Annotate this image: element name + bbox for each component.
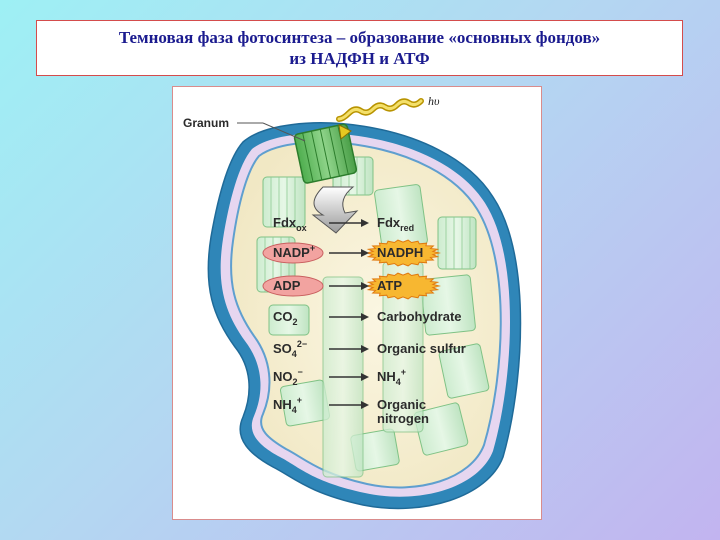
reactant-label-superscript: + [310,243,315,253]
reactant-label: NH4+ [273,395,302,415]
reaction-arrow-icon [361,401,369,409]
product-label: NADPH [377,245,423,260]
reaction-row: NADP+ NADPH [262,239,441,267]
reaction-arrow-icon [361,313,369,321]
reaction-row: CO2 Carbohydrate [273,309,462,327]
product-label: Organic [377,397,426,412]
product-label-main: ATP [377,278,402,293]
product-label-superscript: + [401,367,406,377]
reactant-highlight [262,242,324,264]
reaction-arrow-icon [361,249,369,257]
reaction-arrow-icon [361,345,369,353]
product-label: Organic sulfur [377,341,466,356]
product-label-main: Carbohydrate [377,309,462,324]
slide-title-line-1: Темновая фаза фотосинтеза – образование … [118,28,601,47]
slide-title-box: Темновая фаза фотосинтеза – образование … [36,20,683,76]
energy-down-arrow-icon [311,186,359,234]
reaction-row: ADP ATP [262,272,441,300]
reactant-label-superscript: − [298,367,303,377]
product-label-subscript: red [400,223,414,233]
reactant-label: ADP [273,278,301,293]
product-label: NH4+ [377,367,406,387]
reactant-label-superscript: + [297,395,302,405]
reactant-highlight [262,275,324,297]
slide-title-line-2: из НАДФН и АТФ [289,49,430,68]
reactant-label-superscript: 2− [297,339,307,349]
reactant-label-subscript: 2 [293,377,298,387]
reactant-label-main: Fdx [273,215,297,230]
light-energy-label: hυ [428,94,440,108]
reactant-label: NO2− [273,367,303,387]
reactant-label: Fdxox [273,215,307,233]
reactant-label-subscript: 4 [292,405,297,415]
granum-label: Granum [183,116,229,130]
product-label-main: Organic [377,397,426,412]
reaction-row: NO2− NH4+ [273,367,406,387]
reactant-label-subscript: 4 [292,349,297,359]
reactant-label: NADP+ [273,243,315,260]
reactant-label-main: NADP [273,245,310,260]
reactant-label-subscript: 2 [293,317,298,327]
granum-leader-diagonal [262,122,306,142]
light-wave-core [337,99,423,121]
reaction-arrow-icon [361,282,369,290]
product-label-main: NADPH [377,245,423,260]
product-label-main: Fdx [377,215,401,230]
reaction-arrow-icon [361,219,369,227]
reactant-label: SO42− [273,339,307,359]
reaction-row: SO42− Organic sulfur [273,339,466,359]
product-label-main: NH [377,369,396,384]
product-label-main: Organic sulfur [377,341,466,356]
product-label: Fdxred [377,215,414,233]
light-arrowhead-icon [338,124,352,140]
product-label-line2: nitrogen [377,411,429,426]
product-label: Carbohydrate [377,309,462,324]
reactant-label: CO2 [273,309,298,327]
reactant-label-main: CO [273,309,293,324]
thylakoid-stacks [256,156,490,478]
product-label-subscript: 4 [396,377,401,387]
reaction-arrow-icon [361,373,369,381]
reactant-label-main: NH [273,397,292,412]
reactant-label-main: SO [273,341,292,356]
product-label: ATP [377,278,402,293]
reactant-label-main: ADP [273,278,301,293]
reactant-label-main: NO [273,369,293,384]
reactant-label-subscript: ox [296,223,307,233]
